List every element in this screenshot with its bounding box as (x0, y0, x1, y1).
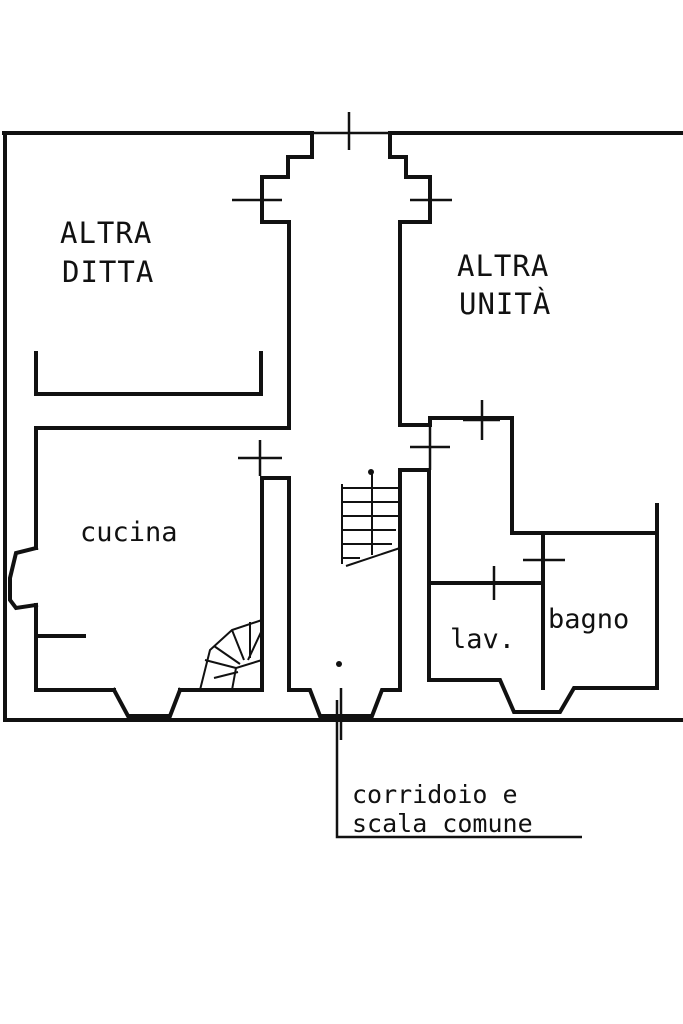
right-unit-upper (428, 416, 658, 535)
stair-marker-top (368, 469, 374, 475)
outer-wall (2, 131, 683, 722)
caption-leader (335, 700, 582, 839)
label-altra-ditta-2: DITTA (62, 255, 154, 289)
caption-line-2: scala comune (352, 809, 533, 838)
right-unit-walls (427, 468, 659, 714)
corridor-walls (259, 131, 432, 430)
label-lav: lav. (450, 624, 515, 655)
label-cucina: cucina (80, 517, 178, 548)
door-mark-left-tower (232, 180, 282, 222)
door-mark-lav (478, 566, 510, 600)
label-altra-ditta-1: ALTRA (60, 216, 152, 250)
door-mark-bagno (523, 540, 565, 580)
door-mark-top (310, 112, 390, 150)
door-mark-right-tower (410, 180, 452, 222)
corridor-marker (336, 661, 342, 667)
cucina-walls (34, 426, 291, 692)
caption-line-1: corridoio e (352, 780, 518, 809)
door-mark-cucina (238, 440, 282, 476)
label-altra-unita-2: UNITÀ (459, 287, 551, 321)
door-mark-right-top (463, 400, 500, 440)
cucina-window (111, 687, 183, 718)
label-altra-unita-1: ALTRA (457, 249, 549, 283)
label-bagno: bagno (548, 604, 629, 635)
main-staircase (341, 472, 401, 567)
left-window (8, 545, 39, 611)
spiral-stair (199, 619, 263, 691)
corridor-lower (287, 468, 431, 718)
altra-ditta-wall (34, 351, 263, 396)
door-mark-right (410, 425, 450, 470)
